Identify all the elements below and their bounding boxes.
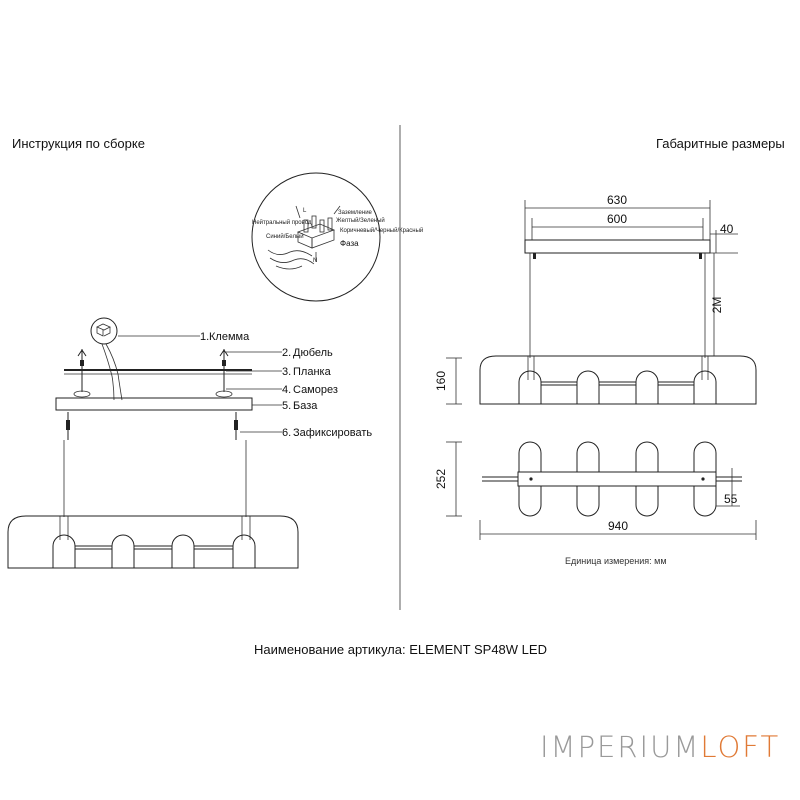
lamp-body-assembly [7, 515, 299, 569]
svg-text:630: 630 [607, 193, 627, 207]
svg-text:2M: 2M [710, 297, 724, 314]
assembly-title: Инструкция по сборке [12, 136, 145, 151]
svg-text:3.: 3. [282, 366, 291, 378]
svg-text:Дюбель: Дюбель [293, 347, 333, 359]
unit-note: Единица измерения: мм [565, 556, 667, 566]
ground-label: Заземление [338, 210, 373, 216]
svg-text:940: 940 [608, 519, 628, 533]
part-label-6: 6. Зафиксировать [282, 427, 372, 439]
fix-screws [66, 412, 238, 440]
svg-text:252: 252 [434, 469, 448, 489]
dim-940: 940 [479, 519, 757, 540]
part-label-2: 2. Дюбель [282, 347, 333, 359]
brand-logo: IMPERIUMLOFT [540, 730, 780, 764]
neutral-sub-label: Синий/Белый [266, 233, 304, 240]
brand-part1: IMPERIUM [540, 730, 701, 764]
phase-label: Фаза [340, 239, 359, 248]
ground-sub-label: Желтый/Зеленый [336, 217, 385, 224]
part-label-5: 5. База [282, 400, 318, 412]
dim-55: 55 [716, 468, 740, 507]
dim-40: 40 [710, 222, 738, 254]
dimensions-title: Габаритные размеры [656, 136, 785, 151]
terminal-small-detail [90, 317, 123, 401]
dim-630: 630 [524, 193, 711, 240]
part-label-4: 4. Саморез [282, 384, 338, 396]
svg-text:1.: 1. [200, 331, 209, 343]
brand-part2: LOFT [700, 730, 781, 764]
svg-text:Саморез: Саморез [293, 384, 338, 396]
dim-2m: 2M [710, 253, 724, 356]
svg-text:600: 600 [607, 212, 627, 226]
canopy-side-view [524, 239, 711, 254]
dim-600: 600 [531, 212, 704, 240]
svg-text:40: 40 [720, 222, 734, 236]
svg-text:160: 160 [434, 371, 448, 391]
svg-text:Клемма: Клемма [209, 331, 250, 343]
part-label-3: 3. Планка [282, 366, 332, 378]
lamp-side-view [479, 355, 757, 405]
phase-sub-label: Коричневый/Черный/Красный [340, 227, 423, 234]
svg-text:6.: 6. [282, 427, 291, 439]
svg-text:База: База [293, 400, 318, 412]
part-leaders [118, 335, 282, 433]
svg-text:5.: 5. [282, 400, 291, 412]
neutral-label: Нейтральный провод [252, 219, 312, 226]
canopy-base [55, 397, 253, 411]
svg-text:4.: 4. [282, 384, 291, 396]
part-label-1: 1. Клемма [200, 331, 250, 343]
svg-text:55: 55 [724, 492, 738, 506]
lamp-top-view [482, 441, 742, 517]
terminal-letter-n: N [313, 258, 317, 264]
dim-252: 252 [434, 441, 462, 517]
terminal-letter-l: L [303, 208, 307, 214]
wiring-detail: Нейтральный провод Синий/Белый Заземлени… [251, 172, 423, 302]
dim-160: 160 [434, 357, 462, 405]
svg-text:2.: 2. [282, 347, 291, 359]
svg-text:Планка: Планка [293, 366, 332, 378]
article-name: Наименование артикула: ELEMENT SP48W LED [254, 642, 547, 657]
svg-text:Зафиксировать: Зафиксировать [293, 427, 372, 439]
